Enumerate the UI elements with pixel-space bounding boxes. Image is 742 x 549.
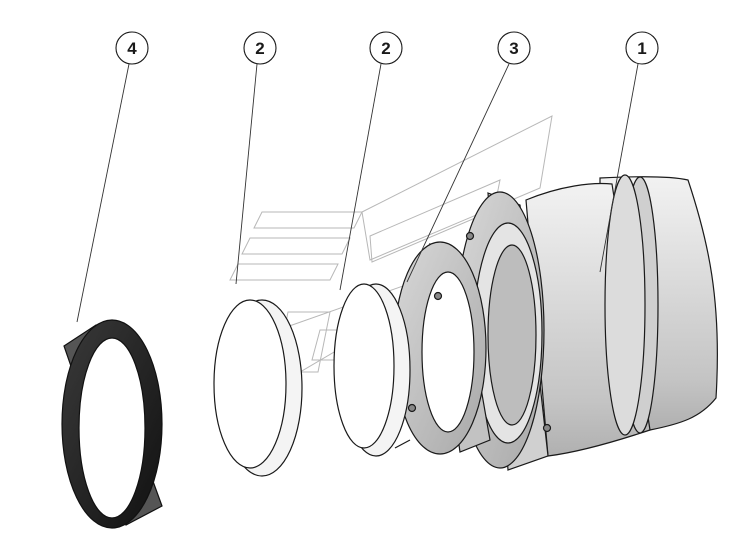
leader-lines — [76, 63, 639, 323]
callout-2b: 2 — [369, 31, 403, 65]
part-3-flange-ring — [393, 241, 491, 455]
leader-1 — [599, 63, 639, 273]
part-4-rubber-seal — [61, 319, 163, 529]
callout-3: 3 — [497, 31, 531, 65]
part-2-ring-left — [213, 299, 303, 477]
callout-2a-label: 2 — [255, 39, 264, 58]
callout-3-label: 3 — [509, 39, 518, 58]
part-1-housing — [455, 174, 718, 471]
leader-2b — [339, 63, 382, 291]
callout-4: 4 — [115, 31, 149, 65]
callout-1-label: 1 — [637, 39, 646, 58]
callout-1: 1 — [625, 31, 659, 65]
part-2-ring-right — [333, 283, 411, 457]
callout-2a: 2 — [243, 31, 277, 65]
callout-2b-label: 2 — [381, 39, 390, 58]
callout-4-label: 4 — [127, 39, 137, 58]
leader-3 — [406, 63, 510, 283]
leader-4 — [76, 63, 130, 323]
leader-2a — [235, 63, 258, 285]
